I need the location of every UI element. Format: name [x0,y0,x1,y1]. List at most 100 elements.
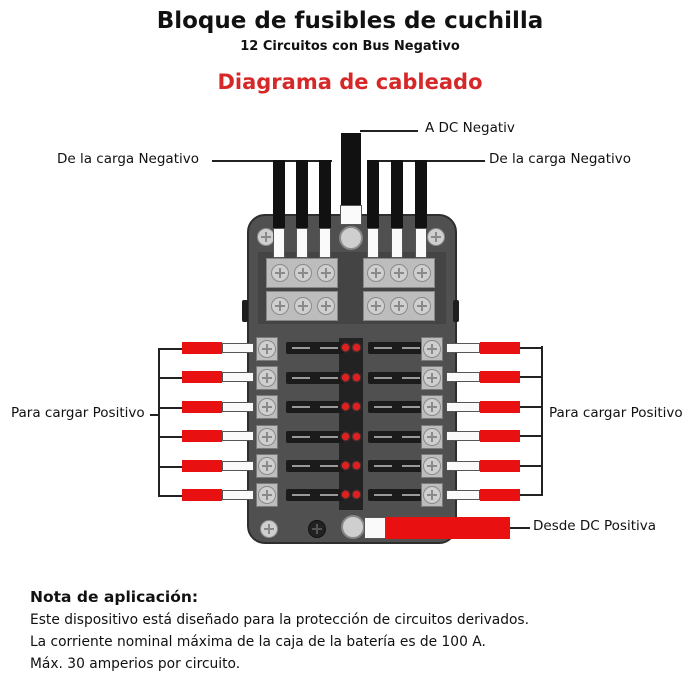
branch-line [158,436,182,438]
positive-wire [480,342,520,354]
branch-line [520,465,542,467]
led-icon [342,374,349,381]
positive-wire-ferrule [222,402,254,412]
negative-wire [391,160,403,228]
positive-wire-ferrule [446,402,480,412]
leader-line-positive-left [150,414,159,416]
branch-line [520,376,542,378]
branch-line [520,347,542,349]
bus-screw-icon [294,264,312,282]
blade-fuse [286,431,344,443]
leader-line-dc-negative [360,130,418,132]
label-to-dc-negative: A DC Negativ [425,120,515,136]
positive-wire [480,401,520,413]
bus-screw-icon [294,297,312,315]
led-icon [342,433,349,440]
leader-line-dc-positive [510,527,530,529]
note-line: La corriente nominal máxima de la caja d… [30,634,486,650]
mount-screw-bottom-left-icon [260,520,278,538]
blade-fuse [368,372,426,384]
bus-screw-icon [317,297,335,315]
blade-fuse [286,489,344,501]
positive-wire [182,371,222,383]
led-icon [342,462,349,469]
led-icon [342,344,349,351]
led-icon [353,491,360,498]
positive-wire-ferrule [222,490,254,500]
main-positive-wire [386,517,510,539]
mount-screw-top-right-icon [427,228,445,246]
page-subtitle: 12 Circuitos con Bus Negativo [240,39,460,54]
ground-screw-icon [308,520,326,538]
mounting-tab-left [242,300,248,322]
main-negative-stud-icon [339,226,363,250]
positive-wire [182,430,222,442]
positive-wire [480,430,520,442]
positive-wire [480,460,520,472]
led-icon [342,403,349,410]
bus-screw-icon [390,297,408,315]
bus-line-right [541,346,543,496]
blade-fuse [368,460,426,472]
positive-wire-ferrule [222,372,254,382]
branch-line [158,466,182,468]
blade-fuse [286,372,344,384]
positive-wire-ferrule [446,431,480,441]
branch-line [158,407,182,409]
positive-wire-ferrule [446,461,480,471]
negative-wire-ferrule [415,228,427,258]
main-positive-ferrule [364,517,386,539]
note-title: Nota de aplicación: [30,588,199,606]
terminal-screw-icon [423,398,441,416]
label-from-dc-positive: Desde DC Positiva [533,518,657,534]
blade-fuse [368,489,426,501]
bus-screw-icon [271,297,289,315]
negative-wire [415,160,427,228]
blade-fuse [368,431,426,443]
note-line: Máx. 30 amperios por circuito. [30,656,241,672]
bus-screw-icon [367,297,385,315]
positive-wire [480,489,520,501]
negative-wire [319,160,331,228]
negative-wire [296,160,308,228]
bus-screw-icon [413,264,431,282]
terminal-screw-icon [258,369,276,387]
mounting-tab-right [453,300,459,322]
bus-screw-icon [413,297,431,315]
main-negative-ferrule [340,205,362,225]
led-icon [342,491,349,498]
terminal-screw-icon [423,457,441,475]
branch-line [158,348,182,350]
negative-wire-ferrule [296,228,308,258]
branch-line [520,435,542,437]
positive-wire-ferrule [446,343,480,353]
negative-wire [273,160,285,228]
negative-wire-ferrule [319,228,331,258]
led-icon [353,374,360,381]
bus-screw-icon [367,264,385,282]
bus-line-left [158,348,160,496]
leader-line-negative-left [212,160,332,162]
branch-line [158,377,182,379]
terminal-screw-icon [423,428,441,446]
positive-wire [182,489,222,501]
led-indicator-strip [339,338,363,510]
bus-screw-icon [390,264,408,282]
branch-line [520,406,542,408]
positive-wire-ferrule [446,372,480,382]
negative-wire-ferrule [273,228,285,258]
blade-fuse [286,342,344,354]
positive-wire-ferrule [222,343,254,353]
branch-line [158,495,182,497]
terminal-screw-icon [423,340,441,358]
blade-fuse [368,401,426,413]
terminal-screw-icon [258,457,276,475]
note-line: Este dispositivo está diseñado para la p… [30,612,529,628]
positive-wire-ferrule [446,490,480,500]
led-icon [353,433,360,440]
label-to-load-positive-left: Para cargar Positivo [11,405,145,421]
label-from-load-negative-left: De la carga Negativo [57,151,199,167]
positive-wire [182,460,222,472]
main-negative-wire [341,133,361,205]
led-icon [353,344,360,351]
